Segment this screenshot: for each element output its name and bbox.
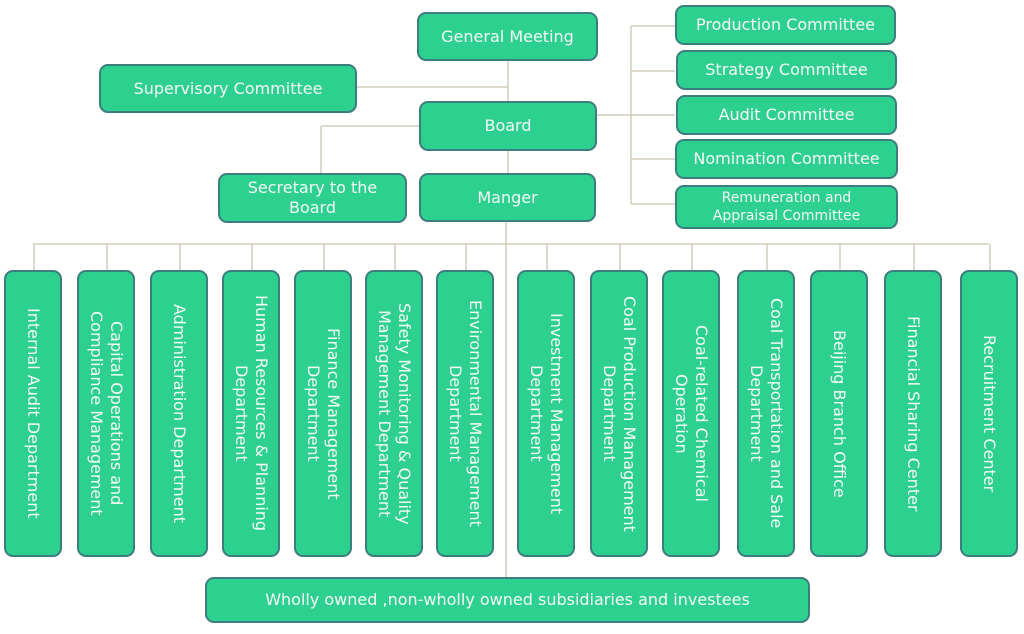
subsidiaries-label: Wholly owned ,non-wholly owned subsidiar…: [265, 590, 750, 609]
department-box[interactable]: Capital Operations and Compliance Manage…: [77, 270, 135, 557]
department-box[interactable]: Beijing Branch Office: [810, 270, 868, 557]
subsidiaries-box[interactable]: Wholly owned ,non-wholly owned subsidiar…: [205, 577, 810, 623]
department-box[interactable]: Internal Audit Department: [4, 270, 62, 557]
committee-label: Audit Committee: [718, 105, 855, 124]
supervisory-committee-box[interactable]: Supervisory Committee: [99, 64, 357, 113]
board-label: Board: [484, 116, 532, 135]
department-box[interactable]: Safety Monitoring & Quality Management D…: [365, 270, 423, 557]
department-label: Coal-related Chemical Operation: [672, 325, 711, 502]
secretary-box[interactable]: Secretary to the Board: [218, 173, 407, 223]
department-label: Recruitment Center: [980, 334, 999, 493]
general-meeting-box[interactable]: General Meeting: [417, 12, 598, 61]
committee-box[interactable]: Audit Committee: [676, 95, 897, 135]
department-label: Beijing Branch Office: [830, 329, 849, 498]
department-box[interactable]: Coal-related Chemical Operation: [662, 270, 720, 557]
department-box[interactable]: Human Resources & Planning Department: [222, 270, 280, 557]
committee-box[interactable]: Remuneration and Appraisal Committee: [675, 185, 898, 229]
department-label: Finance Management Department: [304, 327, 343, 500]
committee-box[interactable]: Production Committee: [675, 5, 896, 45]
department-box[interactable]: Recruitment Center: [960, 270, 1018, 557]
department-label: Safety Monitoring & Quality Management D…: [375, 302, 414, 525]
department-box[interactable]: Coal Transportation and Sale Department: [737, 270, 795, 557]
department-box[interactable]: Investment Management Department: [517, 270, 575, 557]
committee-box[interactable]: Strategy Committee: [676, 50, 897, 90]
department-label: Coal Transportation and Sale Department: [747, 298, 786, 529]
committee-label: Remuneration and Appraisal Committee: [712, 189, 861, 224]
department-box[interactable]: Financial Sharing Center: [884, 270, 942, 557]
department-label: Investment Management Department: [527, 312, 566, 515]
manager-label: Manger: [477, 187, 538, 207]
committee-label: Strategy Committee: [705, 60, 868, 79]
secretary-label: Secretary to the Board: [247, 178, 378, 217]
department-label: Internal Audit Department: [24, 308, 43, 519]
department-label: Administration Department: [170, 304, 189, 523]
department-box[interactable]: Finance Management Department: [294, 270, 352, 557]
committee-box[interactable]: Nomination Committee: [675, 139, 898, 179]
department-label: Environmental Management Department: [446, 300, 485, 527]
department-label: Human Resources & Planning Department: [232, 295, 271, 532]
department-label: Coal Production Management Department: [600, 295, 639, 532]
general-meeting-label: General Meeting: [441, 26, 574, 46]
department-box[interactable]: Environmental Management Department: [436, 270, 494, 557]
supervisory-committee-label: Supervisory Committee: [133, 78, 323, 98]
department-label: Financial Sharing Center: [904, 315, 923, 512]
department-box[interactable]: Coal Production Management Department: [590, 270, 648, 557]
department-box[interactable]: Administration Department: [150, 270, 208, 557]
manager-box[interactable]: Manger: [419, 173, 596, 222]
committee-label: Production Committee: [695, 15, 876, 34]
board-box[interactable]: Board: [419, 101, 597, 151]
department-label: Capital Operations and Compliance Manage…: [87, 311, 126, 516]
committee-label: Nomination Committee: [693, 149, 880, 168]
